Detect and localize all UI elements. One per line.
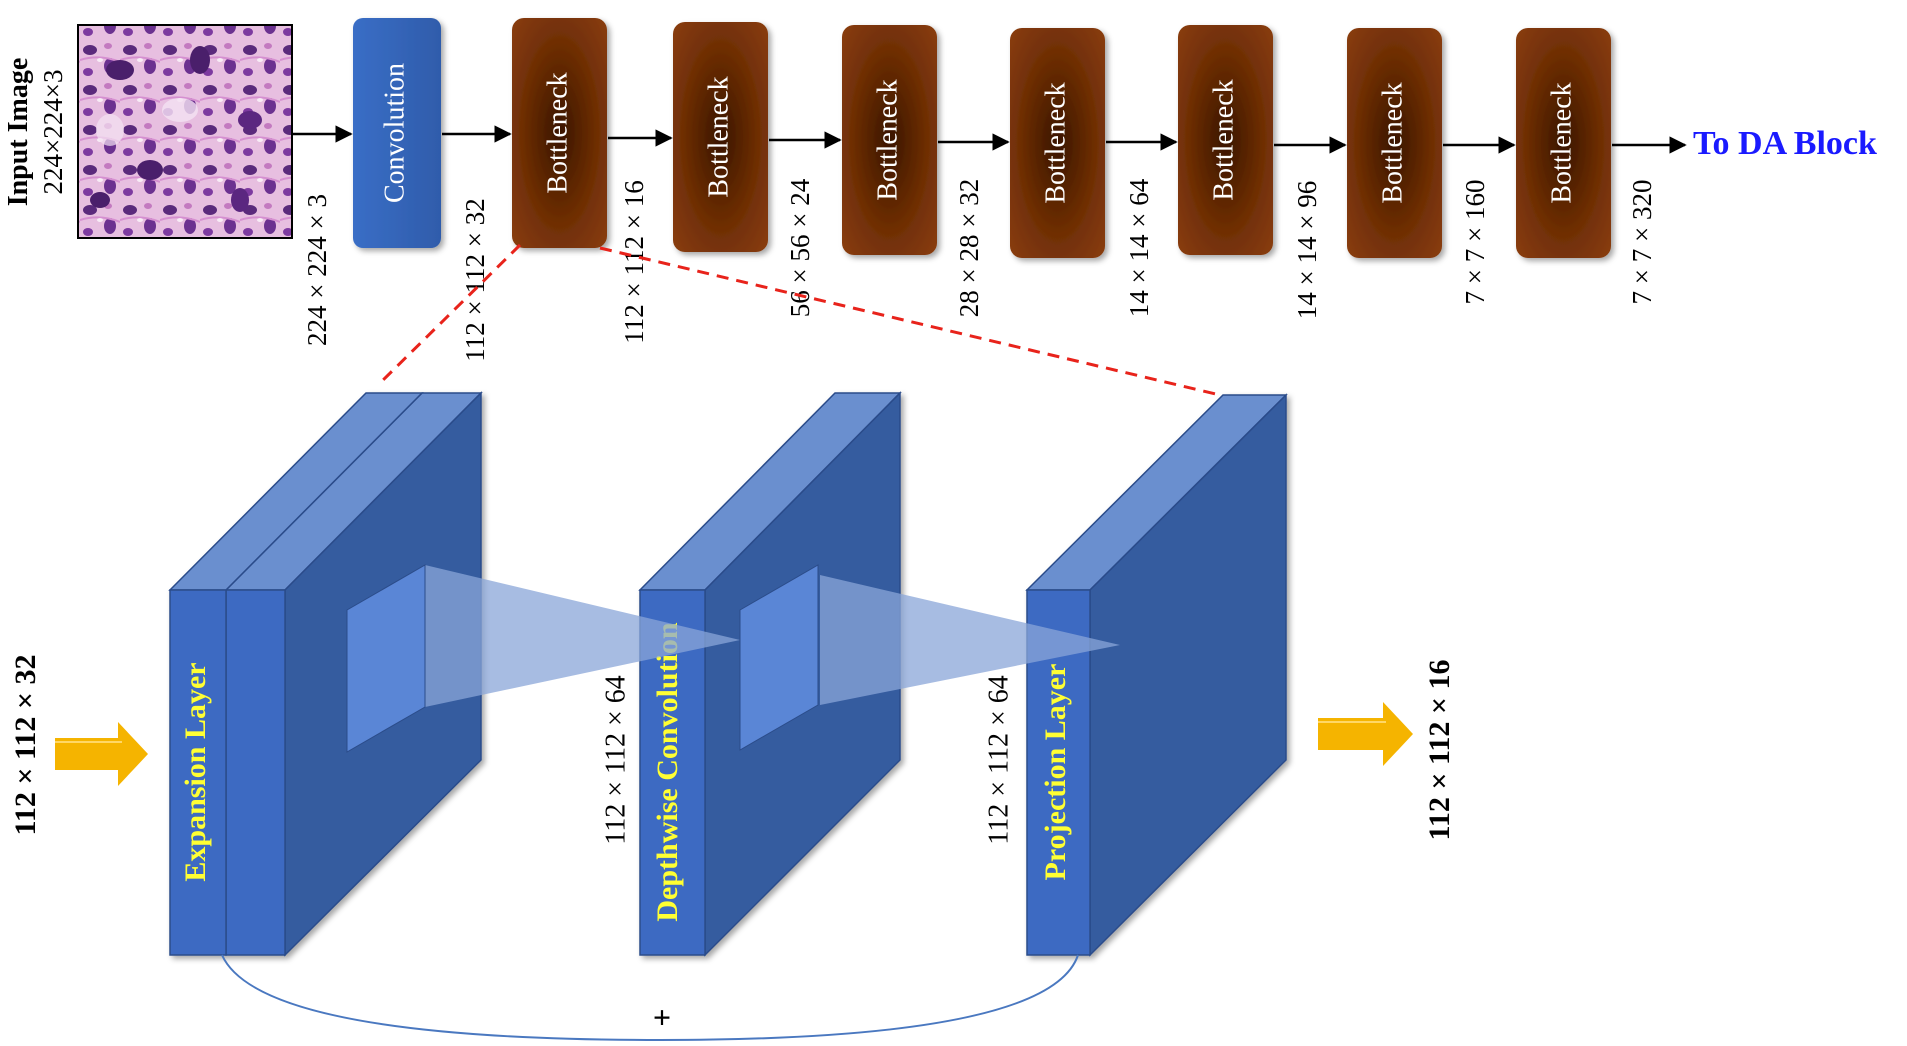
dim-label: 7 × 7 × 320 <box>1627 180 1657 305</box>
zoom-line-right <box>599 246 1221 397</box>
residual-plus: + <box>653 999 671 1035</box>
convolution-label: Convolution <box>379 63 410 203</box>
expansion-layer-label: Expansion Layer <box>179 662 212 881</box>
bottleneck-label: Bottleneck <box>1208 79 1239 200</box>
dim-label: 14 × 14 × 96 <box>1292 181 1322 319</box>
detail-output-dim: 112 × 112 × 16 <box>1423 660 1456 841</box>
input-image-thumbnail <box>77 24 293 239</box>
kernel-projections <box>346 564 1120 753</box>
kernel-square-1 <box>346 564 426 753</box>
input-image-title: Input Image <box>3 58 34 207</box>
zoom-line-left <box>376 243 522 387</box>
beam-2 <box>820 575 1120 705</box>
depthwise-layer-label: Depthwise Convolution <box>651 622 684 922</box>
residual-connection <box>221 954 1079 1042</box>
bottleneck-block-4: Bottleneck <box>1010 28 1105 258</box>
dim-label: 14 × 14 × 64 <box>1124 178 1154 317</box>
convolution-block: Convolution <box>353 18 441 248</box>
detail-input-dim: 112 × 112 × 32 <box>9 655 42 836</box>
kernel-square-2 <box>739 564 819 751</box>
bottleneck-block-1: Bottleneck <box>512 18 607 248</box>
pipeline-arrows <box>293 125 1687 154</box>
bottleneck-block-3: Bottleneck <box>842 25 937 255</box>
bottleneck-block-5: Bottleneck <box>1178 25 1273 255</box>
bottleneck-block-6: Bottleneck <box>1347 28 1442 258</box>
projection-layer-label: Projection Layer <box>1039 664 1072 881</box>
input-image-size: 224×224×3 <box>38 70 68 195</box>
bottleneck-label: Bottleneck <box>542 72 573 193</box>
to-da-block-label: To DA Block <box>1693 125 1877 162</box>
dim-label: 7 × 7 × 160 <box>1460 180 1490 305</box>
zoom-lines <box>376 243 1221 397</box>
input-arrow-icon <box>55 722 148 786</box>
bottleneck-block-7: Bottleneck <box>1516 28 1611 258</box>
bottleneck-label: Bottleneck <box>703 76 734 197</box>
layer2-dim: 112 × 112 × 64 <box>983 675 1014 845</box>
output-arrow-icon <box>1318 702 1413 766</box>
pipeline-dimension-labels: 224 × 224 × 3 112 × 112 × 32 112 × 112 ×… <box>302 178 1657 361</box>
bottleneck-label: Bottleneck <box>872 79 903 200</box>
bottleneck-block-2: Bottleneck <box>673 22 768 252</box>
bottleneck-label: Bottleneck <box>1040 82 1071 203</box>
layer1-dim: 112 × 112 × 64 <box>600 675 631 845</box>
input-image-label: Input Image 224×224×3 <box>3 58 68 207</box>
dim-label: 112 × 112 × 16 <box>619 180 649 343</box>
dim-label: 28 × 28 × 32 <box>954 179 984 317</box>
dim-label: 224 × 224 × 3 <box>302 194 332 346</box>
bottleneck-label: Bottleneck <box>1377 82 1408 203</box>
beam-1 <box>425 565 740 707</box>
bottleneck-blocks: Bottleneck Bottleneck Bottleneck Bottlen… <box>512 18 1611 258</box>
bottleneck-label: Bottleneck <box>1546 82 1577 203</box>
